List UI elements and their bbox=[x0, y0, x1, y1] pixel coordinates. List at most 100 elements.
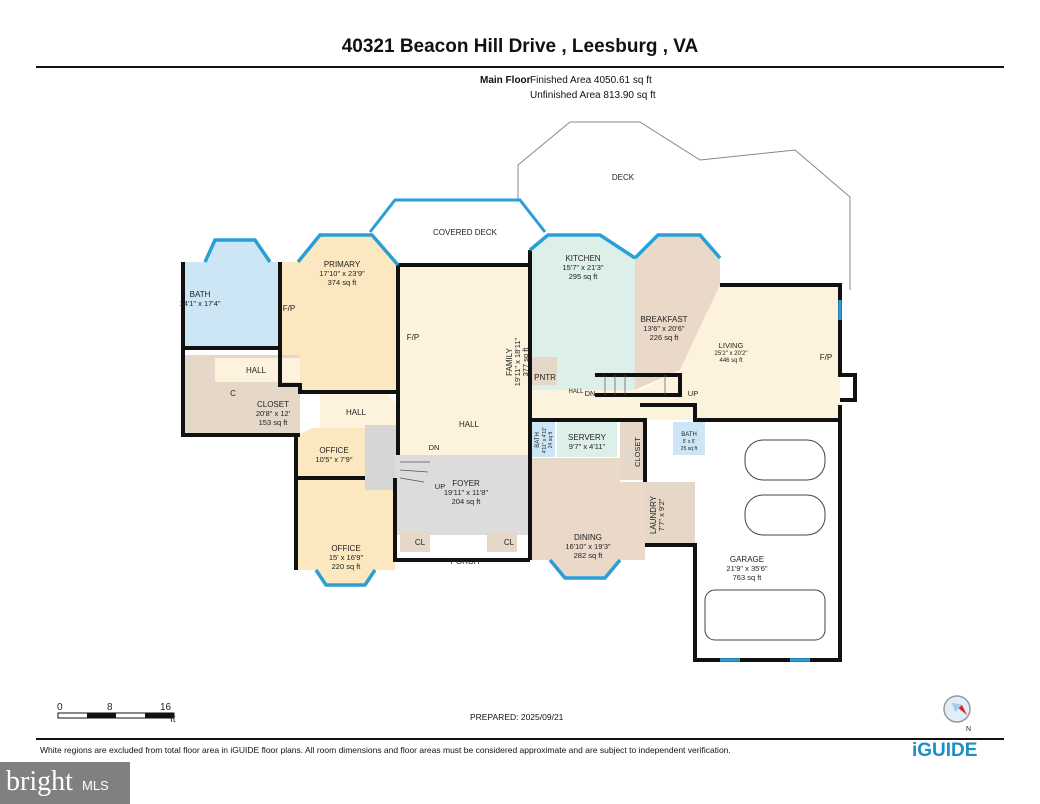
room-office-area: 220 sq ft bbox=[332, 562, 362, 571]
room-deck: DECK bbox=[612, 173, 635, 182]
room-garage: GARAGE bbox=[730, 555, 764, 564]
room-bath2-dims: 5' x 5' bbox=[683, 439, 696, 445]
bright-logo-text: bright bbox=[6, 766, 73, 797]
room-family-area: 377 sq ft bbox=[521, 347, 530, 377]
room-primary-area: 374 sq ft bbox=[328, 278, 358, 287]
room-kitchen-dims: 15'7" x 21'3" bbox=[562, 263, 603, 272]
stair-up: UP bbox=[435, 482, 445, 491]
room-living-area: 446 sq ft bbox=[719, 358, 742, 364]
scale-label: 8 bbox=[107, 702, 113, 713]
room-closet-area: 153 sq ft bbox=[259, 418, 289, 427]
room-pntr: PNTR bbox=[534, 373, 556, 382]
room-office-small: OFFICE bbox=[319, 446, 348, 455]
stair-up: UP bbox=[688, 389, 698, 398]
room-covered-deck: COVERED DECK bbox=[433, 228, 498, 237]
room-office: OFFICE bbox=[331, 544, 360, 553]
cl1-area bbox=[400, 532, 430, 552]
compass-icon: N bbox=[943, 695, 971, 733]
finished-area: Finished Area 4050.61 sq ft bbox=[530, 75, 652, 86]
room-closet2: CLOSET bbox=[633, 437, 642, 467]
room-fp: F/P bbox=[407, 333, 419, 342]
room-office-dims: 15' x 16'9" bbox=[329, 553, 364, 562]
room-breakfast-area: 226 sq ft bbox=[650, 333, 680, 342]
floor-name: Main Floor bbox=[480, 75, 531, 86]
room-breakfast-dims: 13'6" x 20'6" bbox=[643, 324, 684, 333]
room-foyer-dims: 19'11" x 11'8" bbox=[444, 488, 489, 497]
unfinished-area: Unfinished Area 813.90 sq ft bbox=[530, 90, 656, 101]
room-garage-dims: 21'9" x 35'6" bbox=[726, 564, 767, 573]
room-foyer: FOYER bbox=[452, 479, 480, 488]
room-bath-small-dims: 4'11" x 4'11" bbox=[542, 426, 548, 453]
covered-deck-outline bbox=[368, 198, 547, 233]
room-bath2-area: 25 sq ft bbox=[681, 446, 698, 452]
stair-dn: DN bbox=[429, 443, 440, 452]
stairs bbox=[399, 375, 666, 483]
bright-mls-logo: bright MLS bbox=[0, 762, 130, 804]
room-bath-small-name: BATH bbox=[535, 432, 541, 448]
compass-label: N bbox=[966, 726, 971, 733]
room-c: C bbox=[230, 389, 236, 398]
closet2-area bbox=[620, 422, 645, 480]
scale-bar: 0 8 16 ft bbox=[57, 702, 176, 725]
hall-area-2 bbox=[320, 392, 398, 428]
foyer-area bbox=[395, 455, 530, 535]
breakfast-area bbox=[635, 235, 720, 390]
room-breakfast: BREAKFAST bbox=[640, 315, 687, 324]
scale-label: 0 bbox=[57, 702, 63, 713]
laundry-area bbox=[645, 482, 695, 544]
room-closet-dims: 20'8" x 12' bbox=[256, 409, 291, 418]
room-servery-dims: 9'7" x 4'11" bbox=[569, 442, 606, 451]
room-family: FAMILY 19'11" x 18'11" 377 sq ft bbox=[505, 337, 530, 386]
garage-cars bbox=[704, 439, 826, 641]
room-closet: CLOSET bbox=[257, 400, 289, 409]
room-garage-area: 763 sq ft bbox=[733, 573, 763, 582]
iguide-logo: iGUIDE bbox=[912, 740, 977, 762]
hall-small-area bbox=[215, 358, 300, 382]
room-laundry-dims: 7'7" x 9'2" bbox=[657, 498, 666, 531]
room-cl: CL bbox=[504, 538, 515, 547]
room-dining-area: 282 sq ft bbox=[574, 551, 604, 560]
walls bbox=[181, 250, 857, 662]
room-bath-small-area: 24 sq ft bbox=[548, 431, 554, 448]
room-hall: HALL bbox=[568, 389, 584, 395]
room-family-dims: 19'11" x 18'11" bbox=[513, 337, 522, 386]
scale-unit: ft bbox=[170, 714, 176, 725]
pantry-area bbox=[532, 357, 557, 385]
living-area bbox=[640, 285, 840, 405]
room-living-dims: 25'2" x 20'2" bbox=[715, 351, 748, 357]
room-dining-dims: 16'10" x 19'3" bbox=[565, 542, 611, 551]
page-title: 40321 Beacon Hill Drive , Leesburg , VA bbox=[341, 36, 699, 57]
scale-label: 16 bbox=[160, 702, 172, 713]
room-servery: SERVERY bbox=[568, 433, 607, 442]
room-foyer-area: 204 sq ft bbox=[452, 497, 482, 506]
prepared-date: PREPARED: 2025/09/21 bbox=[470, 712, 564, 722]
bath2-area bbox=[673, 422, 705, 455]
family-area bbox=[398, 265, 530, 455]
stair-dn: DN bbox=[585, 389, 596, 398]
bath-area bbox=[183, 240, 280, 348]
room-primary: PRIMARY bbox=[324, 260, 361, 269]
servery-area bbox=[557, 422, 617, 457]
bath-small-area bbox=[531, 422, 555, 457]
footer-divider bbox=[36, 738, 1004, 740]
room-primary-dims: 17'10" x 23'9" bbox=[319, 269, 365, 278]
windows bbox=[203, 233, 842, 662]
office-small-area bbox=[296, 428, 365, 478]
primary-area bbox=[280, 235, 398, 390]
disclaimer: White regions are excluded from total fl… bbox=[40, 745, 731, 755]
room-living: LIVING bbox=[719, 341, 744, 350]
dining-area bbox=[530, 458, 645, 578]
kitchen-area bbox=[530, 235, 635, 390]
room-fp: F/P bbox=[820, 353, 832, 362]
iguide-logo-text: iGUIDE bbox=[912, 740, 978, 761]
room-hall: HALL bbox=[459, 420, 480, 429]
room-kitchen: KITCHEN bbox=[565, 254, 600, 263]
room-office-small-dims: 10'5" x 7'9" bbox=[316, 455, 353, 464]
room-bath2: BATH bbox=[681, 432, 697, 438]
deck-outline bbox=[517, 121, 851, 290]
room-bath: BATH bbox=[190, 290, 211, 299]
room-kitchen-area: 295 sq ft bbox=[569, 272, 599, 281]
room-porch: PORCH bbox=[451, 557, 480, 566]
room-hall: HALL bbox=[346, 408, 367, 417]
